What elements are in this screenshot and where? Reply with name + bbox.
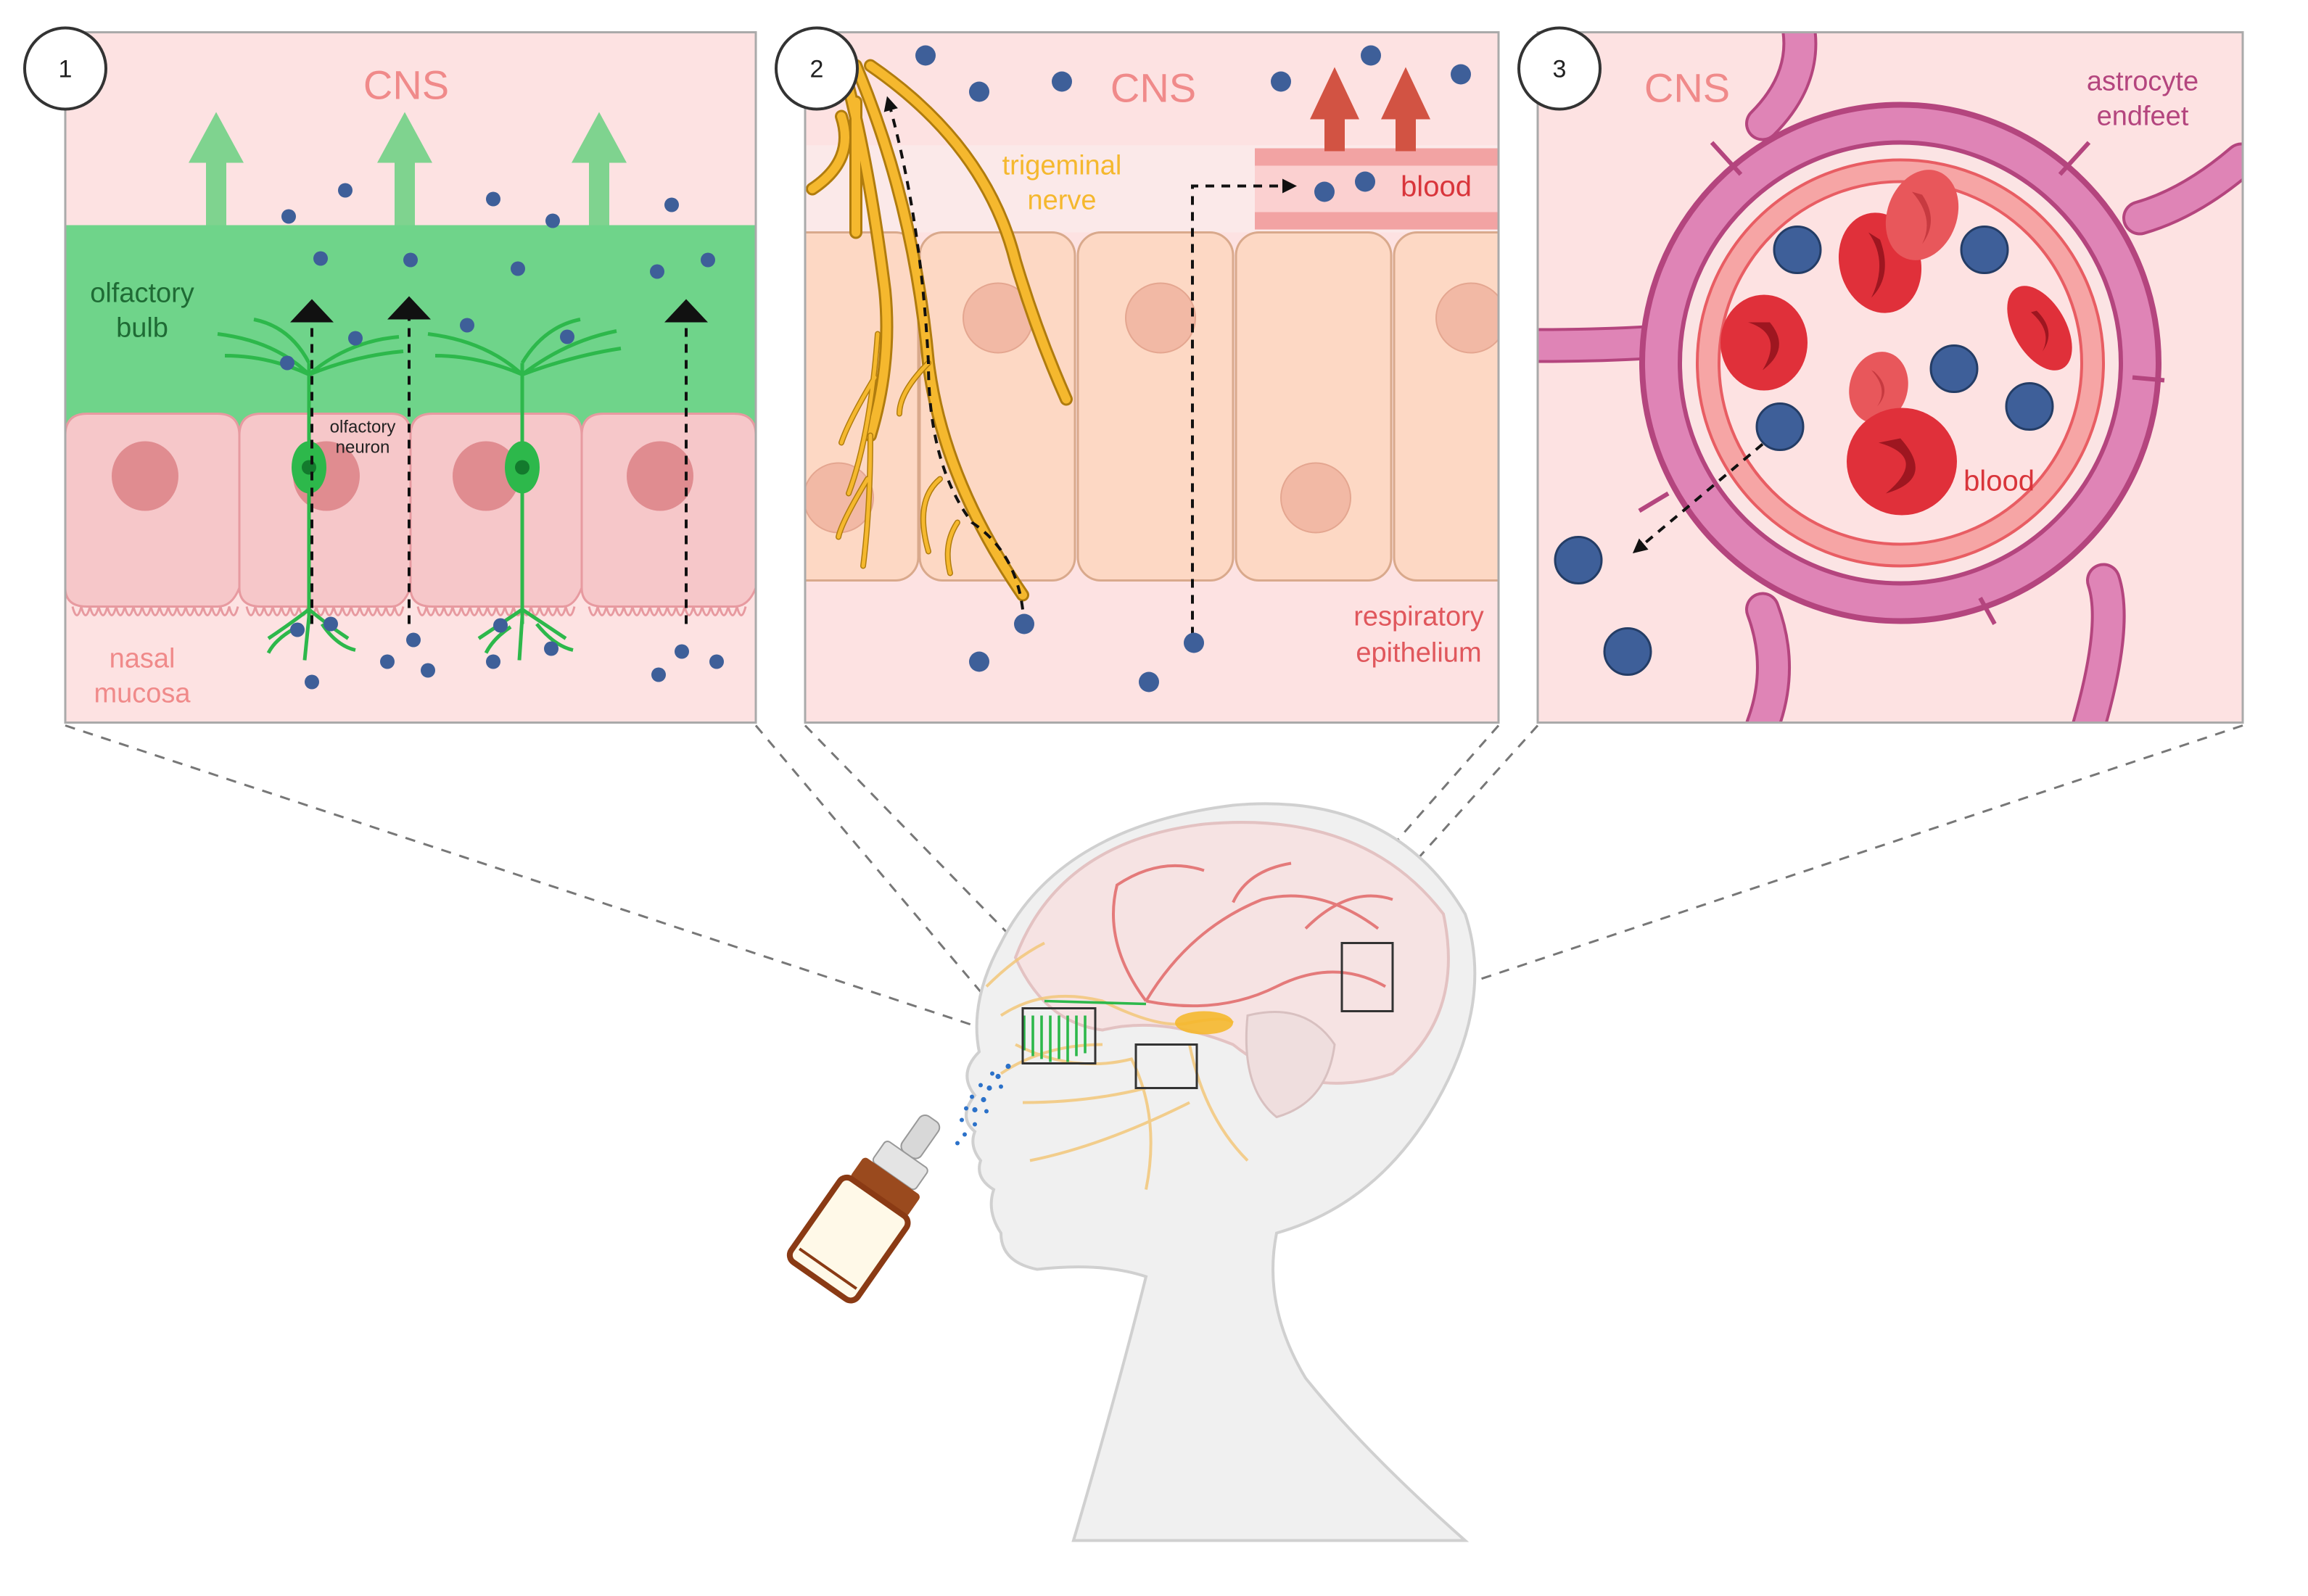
olfactory-bulb-label-line1: olfactory — [90, 278, 194, 309]
trigeminal-nerve-label-line1: trigeminal — [1002, 151, 1122, 181]
nasal-spray-bottle-icon — [786, 1114, 941, 1304]
respiratory-cell-nuclei — [805, 282, 1499, 534]
red-blood-cells — [1720, 170, 2072, 516]
up-arrows-green — [189, 112, 627, 226]
cell-nuclei — [112, 441, 693, 511]
trigeminal-nerve-label-line2: nerve — [1027, 186, 1096, 216]
spray-particles — [955, 1063, 1011, 1146]
panel-number-badges: 1 2 3 — [23, 26, 1602, 111]
brain-blood-vessels — [1112, 861, 1393, 1008]
olfactory-bulb-small — [1023, 999, 1147, 1062]
trigeminal-dashed-path — [883, 96, 1024, 610]
panel-2-badge — [775, 26, 859, 111]
astrocyte-endfeet-label-line1: astrocyte — [2087, 67, 2198, 97]
blood-dashed-path — [1191, 178, 1297, 636]
panel-3-frame — [1536, 31, 2244, 724]
panel-1-frame — [64, 31, 757, 724]
panel-2-frame — [804, 31, 1500, 724]
drug-particles — [280, 183, 724, 690]
astrocyte-endfeet-label-line2: endfeet — [2097, 102, 2189, 132]
panel-2-number: 2 — [810, 56, 824, 83]
drug-particles-panel-3 — [1554, 226, 2054, 676]
trigeminal-ganglion — [1175, 1011, 1233, 1035]
panel-1-title: CNS — [363, 62, 449, 108]
brain — [1013, 821, 1450, 1085]
respiratory-epithelium-label-line1: respiratory — [1353, 602, 1484, 632]
respiratory-epithelium-label-line2: epithelium — [1356, 638, 1481, 669]
bbb-dashed-path — [1632, 442, 1764, 554]
panel-3-number: 3 — [1553, 56, 1567, 83]
cilia — [71, 606, 747, 616]
panel-2-trigeminal-pathway: CNS trigeminal nerve blood respiratory e… — [804, 31, 1500, 724]
olfactory-neuron-left — [217, 318, 404, 661]
panel-3-blood-brain-barrier: CNS astrocyte endfeet blood — [1536, 31, 2244, 724]
panel-3-title: CNS — [1644, 65, 1730, 111]
dashed-transport-paths — [310, 319, 688, 624]
blood-label-panel-3: blood — [1963, 466, 2035, 497]
blood-label-panel-2: blood — [1401, 171, 1472, 203]
olfactory-bulb-label-line2: bulb — [116, 313, 168, 344]
black-arrowheads — [290, 296, 708, 323]
panel-1-badge — [23, 26, 107, 111]
panel-3-badge — [1517, 26, 1602, 111]
panel-1-olfactory-pathway: CNS olfactory bulb olfactory neuron nasa… — [64, 31, 757, 724]
zoom-boxes — [1021, 942, 1394, 1089]
nasal-mucosa-label-line2: mucosa — [94, 679, 191, 709]
nasal-mucosa-label-line1: nasal — [110, 644, 176, 674]
panel-2-title: CNS — [1110, 65, 1196, 111]
head-brain-anatomy-icon — [955, 802, 1477, 1542]
up-arrows-red — [1310, 67, 1430, 152]
endfeet-separators — [1638, 141, 2165, 625]
drug-particles-panel-2 — [915, 45, 1471, 692]
panel-1-number: 1 — [59, 56, 73, 83]
olfactory-neuron-label-line1: olfactory — [330, 418, 396, 437]
cerebellum — [1245, 1011, 1336, 1119]
olfactory-neuron-label-line2: neuron — [336, 438, 390, 458]
blood-vessel-band — [1255, 148, 1499, 230]
